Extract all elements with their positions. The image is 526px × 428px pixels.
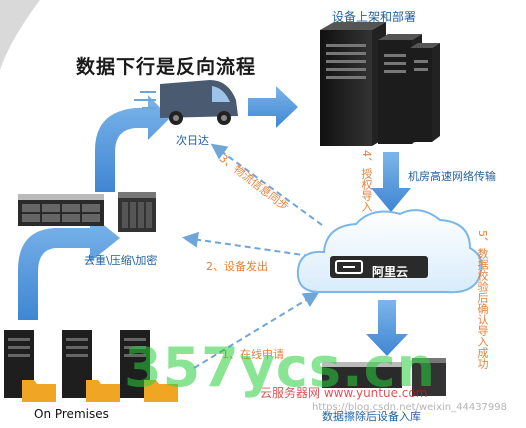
- folder-icon: [22, 380, 178, 402]
- dashed-arrow-step2: [182, 231, 311, 257]
- label-erase: 数据擦除后设备入库: [322, 410, 421, 423]
- label-step4: 4、授权导入: [360, 150, 373, 212]
- label-step5: 5、数据校验后确认导入成功: [476, 230, 489, 369]
- label-deploy: 设备上架和部署: [332, 10, 417, 24]
- watermark-big: 357ycs.cn: [124, 336, 437, 399]
- arrow-rack-to-truck: [95, 95, 170, 192]
- diagram-title: 数据下行是反向流程: [76, 56, 257, 78]
- watermark-url: https://blog.csdn.net/weixin_44437998: [312, 402, 508, 413]
- label-dedup: 去重\压缩\加密: [84, 254, 158, 267]
- arrow-truck-to-server: [248, 86, 298, 128]
- arrow-up-left: [18, 214, 120, 320]
- rack-server-icon: [18, 194, 104, 226]
- server-tower-icon: [320, 22, 440, 146]
- label-datacenter: 机房高速网络传输: [408, 170, 496, 183]
- cloud-brand-label: 阿里云: [372, 265, 409, 279]
- storage-rack-icon: [322, 358, 446, 396]
- label-step2: 2、设备发出: [206, 260, 268, 273]
- nas-box-icon: [118, 192, 156, 232]
- cloud-icon: [296, 209, 483, 294]
- label-on-premises: On Premises: [34, 407, 109, 421]
- arrow-server-to-cloud: [371, 152, 411, 212]
- arrow-cloud-to-storage: [366, 300, 408, 356]
- corner-shade: [0, 0, 40, 70]
- label-step1: 1、在线申请: [222, 348, 284, 361]
- dashed-arrow-step3: [210, 143, 323, 226]
- watermark-small: 云服务器网 www.yuntue.com: [260, 386, 428, 400]
- label-next-day: 次日达: [176, 134, 209, 147]
- dashed-arrow-step1: [193, 291, 320, 369]
- truck-icon: [134, 80, 238, 125]
